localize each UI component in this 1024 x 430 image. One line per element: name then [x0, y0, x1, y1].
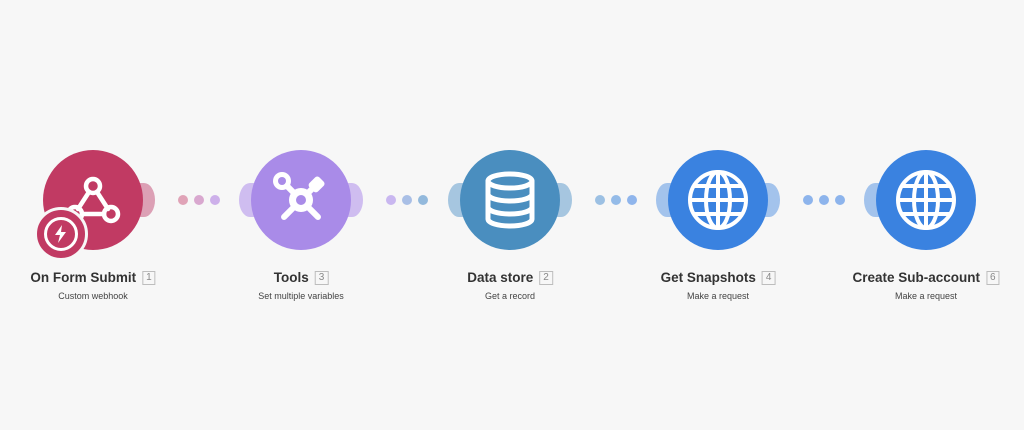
module-subtitle: Make a request [686, 291, 750, 301]
connector-dot [194, 195, 204, 205]
module-get-snapshots[interactable]: Get Snapshots 4 Make a request [656, 150, 780, 310]
module-create-sub-account[interactable]: Create Sub-account 6 Make a request [852, 150, 1000, 310]
wrench-screwdriver-icon [273, 172, 325, 220]
connector-dot [402, 195, 412, 205]
connector-dot [386, 195, 396, 205]
module-number: 1 [142, 270, 156, 285]
module-title: Get Snapshots [660, 270, 756, 285]
connector-dot [627, 195, 637, 205]
module-subtitle: Set multiple variables [258, 291, 344, 301]
instant-trigger-badge [34, 207, 88, 261]
lightning-icon [44, 217, 78, 251]
connector-dot [819, 195, 829, 205]
connector-dot [210, 195, 220, 205]
module-subtitle: Custom webhook [58, 291, 128, 301]
module-tools[interactable]: Tools 3 Set multiple variables [239, 150, 363, 310]
module-number: 3 [314, 270, 329, 285]
module-subtitle: Make a request [894, 291, 958, 301]
globe-icon [896, 170, 956, 230]
module-number: 4 [761, 270, 776, 285]
connector-dot [418, 195, 428, 205]
module-circle[interactable] [876, 150, 976, 250]
module-label: Data store 2 [467, 270, 553, 285]
connector-dot [178, 195, 188, 205]
module-label: On Form Submit 1 [30, 270, 156, 285]
connector-dot [803, 195, 813, 205]
module-label: Tools 3 [274, 270, 329, 285]
module-subtitle: Get a record [484, 291, 536, 301]
module-label: Get Snapshots 4 [661, 270, 776, 285]
module-circle[interactable] [668, 150, 768, 250]
module-title: On Form Submit [30, 270, 137, 285]
database-icon [485, 171, 535, 229]
module-title: Data store [467, 270, 534, 285]
module-label: Create Sub-account 6 [852, 270, 1000, 285]
globe-icon [688, 170, 748, 230]
module-circle[interactable] [251, 150, 351, 250]
module-number: 2 [539, 270, 553, 285]
connector-dot [595, 195, 605, 205]
connector-dot [611, 195, 621, 205]
module-title: Create Sub-account [852, 270, 980, 285]
connector-dot [835, 195, 845, 205]
module-number: 6 [985, 270, 1000, 285]
module-data-store[interactable]: Data store 2 Get a record [448, 150, 572, 310]
module-title: Tools [273, 270, 309, 285]
module-on-form-submit[interactable]: On Form Submit 1 Custom webhook [30, 150, 156, 310]
module-circle[interactable] [460, 150, 560, 250]
